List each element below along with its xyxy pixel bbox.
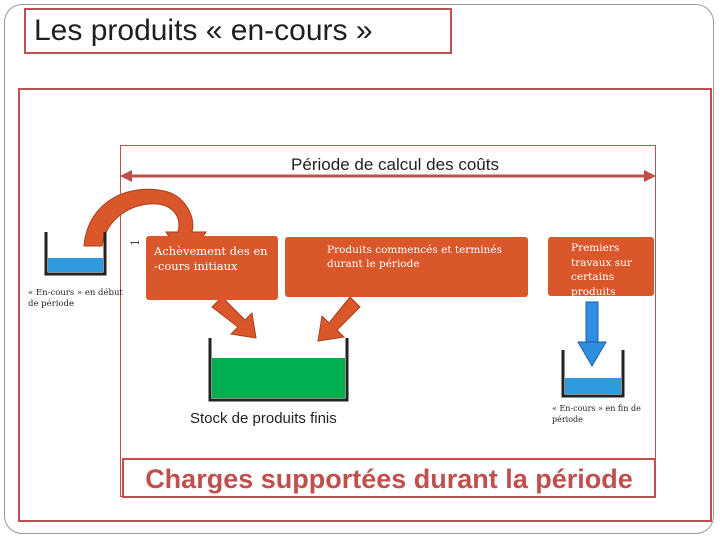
arrow-card2-to-stock — [317, 296, 361, 342]
end-wip-label: « En-cours » en fin de période — [552, 404, 641, 424]
step-2-text: Produits commencés et terminés durant le… — [327, 244, 503, 270]
step-3-text: Premiers travaux sur certains produits — [571, 242, 632, 296]
down-arrow — [577, 301, 607, 367]
period-label: Période de calcul des coûts — [291, 155, 499, 174]
charges-label: Charges supportées durant la période — [145, 464, 633, 494]
diagram-outer-frame — [18, 88, 712, 522]
step-2-card: Produits commencés et terminés durant le… — [285, 237, 528, 297]
end-wip-beaker — [561, 350, 625, 398]
start-wip-label: « En-cours » en début de période — [28, 288, 123, 309]
stock-label: Stock de produits finis — [190, 410, 337, 427]
step-1-number: 1 — [129, 239, 142, 246]
charges-box: Charges supportées durant la période — [122, 458, 656, 498]
step-1-card: Achèvement des en -cours initiaux — [146, 236, 278, 300]
title-box: Les produits « en-cours » — [24, 8, 452, 54]
period-double-arrow — [120, 170, 656, 182]
step-1-text: Achèvement des en -cours initiaux — [154, 244, 268, 273]
step-3-card: Premiers travaux sur certains produits — [548, 237, 654, 296]
slide-title: Les produits « en-cours » — [34, 14, 373, 47]
arrow-card1-to-stock — [211, 296, 257, 339]
slide-frame — [4, 4, 714, 534]
start-wip-beaker — [44, 232, 107, 276]
stock-container — [208, 338, 349, 402]
